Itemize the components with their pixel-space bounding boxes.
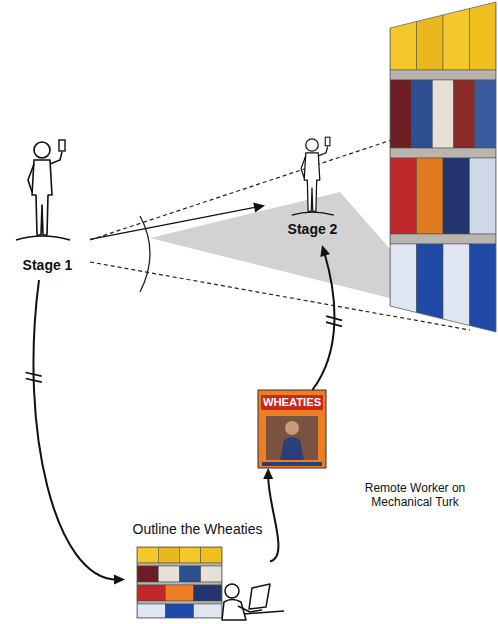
product-photo: [258, 390, 326, 468]
cereal-box: [432, 80, 453, 148]
product-photo: [285, 421, 299, 435]
product-photo: [262, 462, 322, 466]
cereal-box: [470, 0, 497, 70]
cereal-box: [137, 585, 165, 601]
task-image: [137, 547, 222, 618]
cereal-box: [475, 80, 496, 148]
cereal-box: [137, 547, 158, 563]
cereal-box: [390, 148, 496, 158]
cereal-box: [180, 547, 201, 563]
cereal-box: [165, 604, 193, 618]
cereal-box: [417, 0, 444, 70]
task-image: [137, 547, 222, 618]
cereal-box: [390, 80, 411, 148]
cereal-box: [201, 547, 222, 563]
connector: [312, 245, 342, 390]
cereal-box: [443, 0, 470, 70]
cereal-box: [417, 158, 444, 234]
person-figure: [292, 137, 334, 215]
cereal-box: [443, 158, 470, 234]
break-mark: [326, 322, 342, 326]
cereal-box: [390, 234, 496, 244]
stage-label-text: Stage 2: [288, 221, 338, 238]
product-photo: [280, 437, 304, 460]
cereal-box: [390, 70, 496, 80]
product-photo: [258, 390, 326, 468]
worker-figure: [222, 584, 284, 620]
cereal-box: [137, 604, 165, 618]
product-photo: [266, 416, 318, 460]
cereal-box: [137, 582, 222, 585]
cereal-box: [390, 244, 417, 334]
product-box-text: WHEATIES: [261, 395, 323, 410]
cereal-box: [417, 244, 444, 334]
connector-line: [90, 207, 257, 240]
cereal-box: [180, 566, 201, 582]
cereal-box: [470, 158, 497, 234]
task-panel: Outline the Wheaties: [125, 519, 270, 620]
worker-figure: [225, 584, 239, 598]
connector: [263, 468, 278, 561]
cereal-box: [137, 601, 222, 604]
cereal-box: [411, 80, 432, 148]
cereal-box: [390, 0, 417, 70]
cereal-box: [201, 566, 222, 582]
worker-figure: [222, 600, 246, 621]
cereal-box: [194, 585, 222, 601]
cereal-box: [194, 604, 222, 618]
connector-line: [268, 476, 278, 561]
worker-label-text: Remote Worker on Mechanical Turk: [348, 481, 482, 510]
cereal-box: [158, 566, 179, 582]
connector: [90, 203, 265, 240]
break-mark: [26, 379, 42, 383]
break-mark: [26, 373, 42, 377]
shelf-photo: [390, 0, 496, 334]
person-figure: [16, 140, 70, 240]
cereal-box: [137, 566, 158, 582]
cereal-box: [470, 244, 497, 334]
connector-line: [33, 280, 117, 580]
task-panel-text: Outline the Wheaties: [133, 521, 263, 538]
stage-label-text: Stage 1: [23, 257, 73, 274]
shelf-photo: [390, 2, 496, 332]
worker-figure: [249, 584, 270, 609]
arrowhead: [263, 468, 273, 479]
cereal-box: [443, 244, 470, 334]
worker-figure: [244, 611, 284, 614]
arrowhead: [114, 575, 125, 585]
cereal-box: [158, 547, 179, 563]
connector-line: [312, 253, 334, 390]
product-box: WHEATIES: [258, 390, 326, 468]
worker-label: Remote Worker on Mechanical Turk: [348, 474, 482, 516]
stage-label: Stage 2: [265, 135, 360, 245]
arrowhead: [253, 203, 265, 213]
stage-label: Stage 1: [5, 135, 90, 280]
cereal-box: [390, 158, 417, 234]
arrowhead: [320, 245, 330, 257]
cereal-box: [165, 585, 193, 601]
break-mark: [326, 316, 342, 320]
cereal-box: [454, 80, 475, 148]
cereal-box: [137, 563, 222, 566]
connector: [26, 280, 125, 585]
